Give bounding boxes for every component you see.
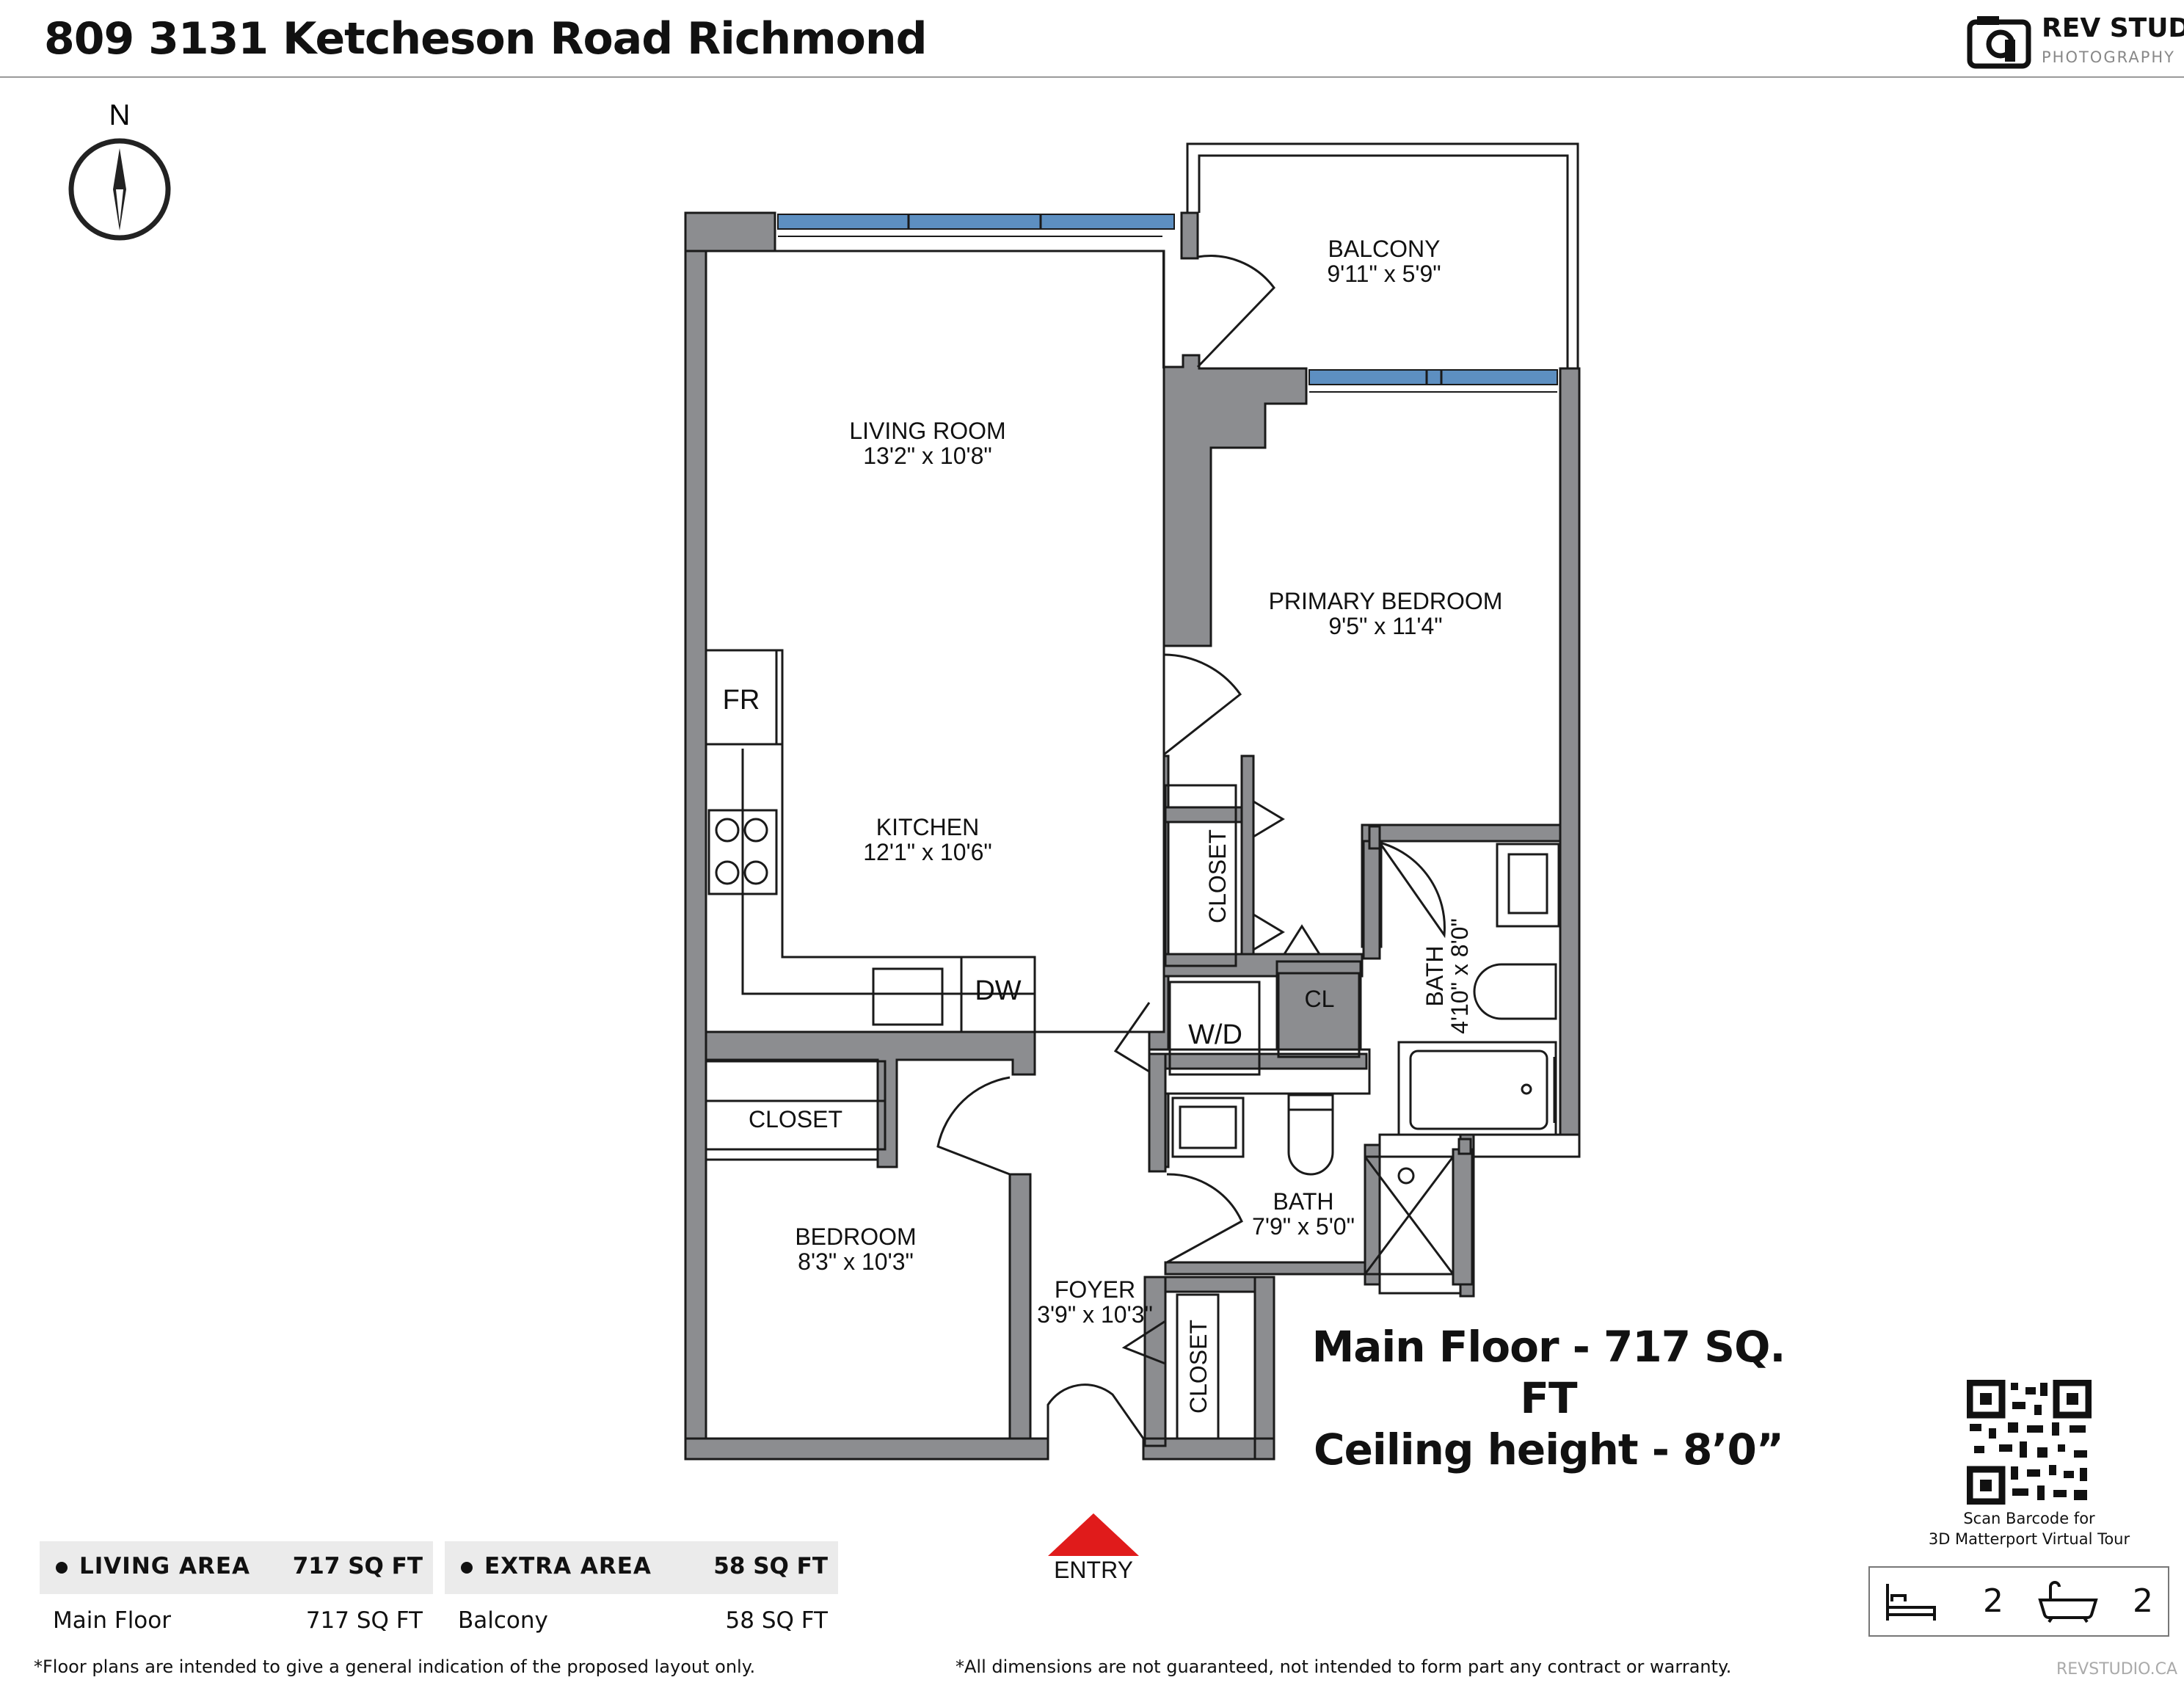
living-area-row: Main Floor 717 SQ FT bbox=[40, 1594, 433, 1647]
windows bbox=[777, 214, 1558, 385]
main-bath-fixtures bbox=[1171, 1094, 1455, 1276]
room-balcony-dim: 9'11" x 5'9" bbox=[1327, 261, 1441, 287]
bullet-icon bbox=[461, 1562, 473, 1574]
extra-area-total: 58 SQ FT bbox=[713, 1553, 828, 1579]
room-bedroom-dim: 8'3" x 10'3" bbox=[798, 1248, 914, 1275]
room-bath-main-dim: 7'9" x 5'0" bbox=[1252, 1213, 1355, 1240]
fridge-label: FR bbox=[723, 685, 760, 716]
room-labels: BALCONY 9'11" x 5'9" LIVING ROOM 13'2" x… bbox=[723, 236, 1503, 1583]
laundry bbox=[1113, 972, 1361, 1076]
living-area-header: LIVING AREA 717 SQ FT bbox=[40, 1541, 433, 1594]
dishwasher-label: DW bbox=[975, 975, 1021, 1006]
brand-subtitle: PHOTOGRAPHY bbox=[2042, 48, 2176, 66]
kitchen-counters bbox=[705, 649, 1036, 1033]
door-swings bbox=[936, 255, 1446, 1439]
entry-arrow-icon bbox=[1048, 1513, 1139, 1556]
bath-count: 2 bbox=[2133, 1582, 2153, 1620]
qr-caption: Scan Barcode for 3D Matterport Virtual T… bbox=[1915, 1508, 2143, 1549]
floor-summary: Main Floor - 717 SQ. FT Ceiling height -… bbox=[1299, 1321, 1798, 1475]
ensuite-bath-fixtures bbox=[1397, 843, 1560, 1136]
room-living-dim: 13'2" x 10'8" bbox=[863, 443, 992, 469]
room-bath-ensuite-name: BATH bbox=[1422, 946, 1448, 1007]
main-floor-value: 717 SQ FT bbox=[305, 1607, 423, 1634]
room-bedroom-name: BEDROOM bbox=[795, 1223, 916, 1250]
compass-icon: N bbox=[68, 99, 171, 241]
room-interiors bbox=[705, 250, 1165, 1033]
living-area-table: LIVING AREA 717 SQ FT Main Floor 717 SQ … bbox=[40, 1541, 433, 1647]
room-bath-ensuite-dim: 4'10" x 8'0" bbox=[1446, 918, 1473, 1034]
bathtub-icon bbox=[2038, 1581, 2098, 1623]
balcony-outline bbox=[1186, 142, 1579, 368]
extra-area-header: EXTRA AREA 58 SQ FT bbox=[445, 1541, 838, 1594]
qr-code-icon bbox=[1967, 1380, 2092, 1505]
compass-north-label: N bbox=[109, 99, 131, 131]
extra-area-table: EXTRA AREA 58 SQ FT Balcony 58 SQ FT bbox=[445, 1541, 838, 1647]
balcony-value: 58 SQ FT bbox=[725, 1607, 828, 1634]
bedroom-closet-label: CLOSET bbox=[749, 1106, 842, 1132]
qr-caption-line1: Scan Barcode for bbox=[1963, 1510, 2095, 1527]
page-title: 809 3131 Ketcheson Road Richmond bbox=[44, 13, 928, 65]
main-floor-label: Main Floor bbox=[53, 1607, 171, 1634]
qr-caption-line2: 3D Matterport Virtual Tour bbox=[1928, 1530, 2130, 1548]
linen-closet-label: CL bbox=[1305, 986, 1335, 1012]
room-kitchen-name: KITCHEN bbox=[876, 814, 979, 840]
room-primary-name: PRIMARY BEDROOM bbox=[1269, 588, 1503, 614]
extra-area-row: Balcony 58 SQ FT bbox=[445, 1594, 838, 1647]
bed-count: 2 bbox=[1983, 1582, 2003, 1620]
room-foyer-dim: 3'9" x 10'3" bbox=[1037, 1301, 1153, 1328]
bed-bath-counts: 2 2 bbox=[1868, 1566, 2169, 1637]
floor-area-line: Main Floor - 717 SQ. FT bbox=[1311, 1322, 1786, 1423]
foyer-closet bbox=[1121, 1293, 1220, 1440]
room-primary-dim: 9'5" x 11'4" bbox=[1328, 613, 1442, 639]
living-area-total: 717 SQ FT bbox=[292, 1553, 423, 1579]
room-kitchen-dim: 12'1" x 10'6" bbox=[863, 839, 992, 865]
walls bbox=[684, 211, 1581, 1461]
bedroom-closet bbox=[705, 1060, 887, 1151]
room-foyer-name: FOYER bbox=[1055, 1276, 1135, 1303]
camera-logo-icon bbox=[1967, 16, 2031, 69]
bed-icon bbox=[1886, 1584, 1936, 1621]
room-bath-main-name: BATH bbox=[1273, 1188, 1334, 1215]
room-living-name: LIVING ROOM bbox=[849, 418, 1005, 444]
footer-disclaimer-dimensions: *All dimensions are not guaranteed, not … bbox=[956, 1657, 1732, 1677]
room-balcony-name: BALCONY bbox=[1328, 236, 1441, 262]
entry-label: ENTRY bbox=[1054, 1557, 1133, 1583]
title-divider bbox=[0, 76, 2184, 78]
brand-name: REV STUDIO bbox=[2042, 13, 2184, 43]
foyer-closet-label: CLOSET bbox=[1185, 1320, 1212, 1414]
bullet-icon bbox=[56, 1562, 68, 1574]
primary-closet-label: CLOSET bbox=[1204, 829, 1231, 923]
ceiling-height-line: Ceiling height - 8’0” bbox=[1314, 1425, 1784, 1474]
footer-website: REVSTUDIO.CA bbox=[2056, 1660, 2177, 1679]
footer-disclaimer-layout: *Floor plans are intended to give a gene… bbox=[34, 1657, 756, 1677]
primary-closet bbox=[1164, 784, 1321, 967]
living-east-line bbox=[1162, 251, 1164, 368]
living-area-label: LIVING AREA bbox=[79, 1553, 251, 1579]
washer-dryer-label: W/D bbox=[1188, 1019, 1242, 1050]
balcony-label: Balcony bbox=[458, 1607, 548, 1634]
extra-area-label: EXTRA AREA bbox=[484, 1553, 652, 1579]
